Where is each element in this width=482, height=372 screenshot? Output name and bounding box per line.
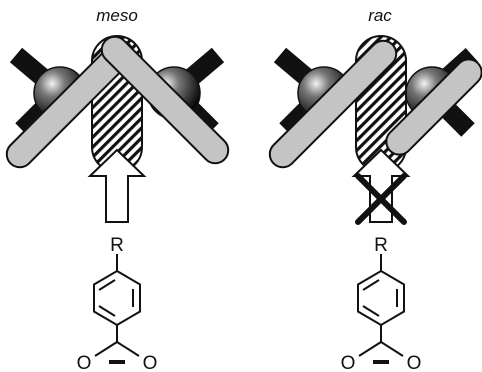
meso-benzene-ring: [93, 269, 141, 327]
meso-oxygen-left: O: [77, 353, 92, 372]
meso-carboxyl-right-bond: [116, 341, 140, 357]
rac-carboxyl-left-bond: [358, 341, 382, 357]
meso-gray-ligands: [5, 35, 230, 169]
rac-gray-ligand-left: [268, 39, 398, 169]
meso-panel: meso R: [5, 6, 230, 372]
rac-title: rac: [368, 6, 392, 25]
blocked-x-icon: [355, 173, 407, 225]
meso-carboxyl-left-bond: [94, 341, 118, 357]
rac-carboxyl-right-bond: [380, 341, 404, 357]
rac-substituent-label: R: [374, 235, 388, 256]
meso-substituent-label: R: [110, 235, 124, 256]
meso-approach-arrow: [87, 148, 147, 223]
meso-oxygen-right: O: [143, 353, 158, 372]
rac-oxygen-right: O: [407, 353, 422, 372]
rac-oxygen-left: O: [341, 353, 356, 372]
meso-title: meso: [96, 6, 138, 25]
rac-benzene-ring: [357, 269, 405, 327]
rac-gray-ligands: [268, 39, 482, 169]
rac-gray-ligand-right: [385, 58, 482, 156]
rac-panel: rac R O: [268, 6, 482, 372]
